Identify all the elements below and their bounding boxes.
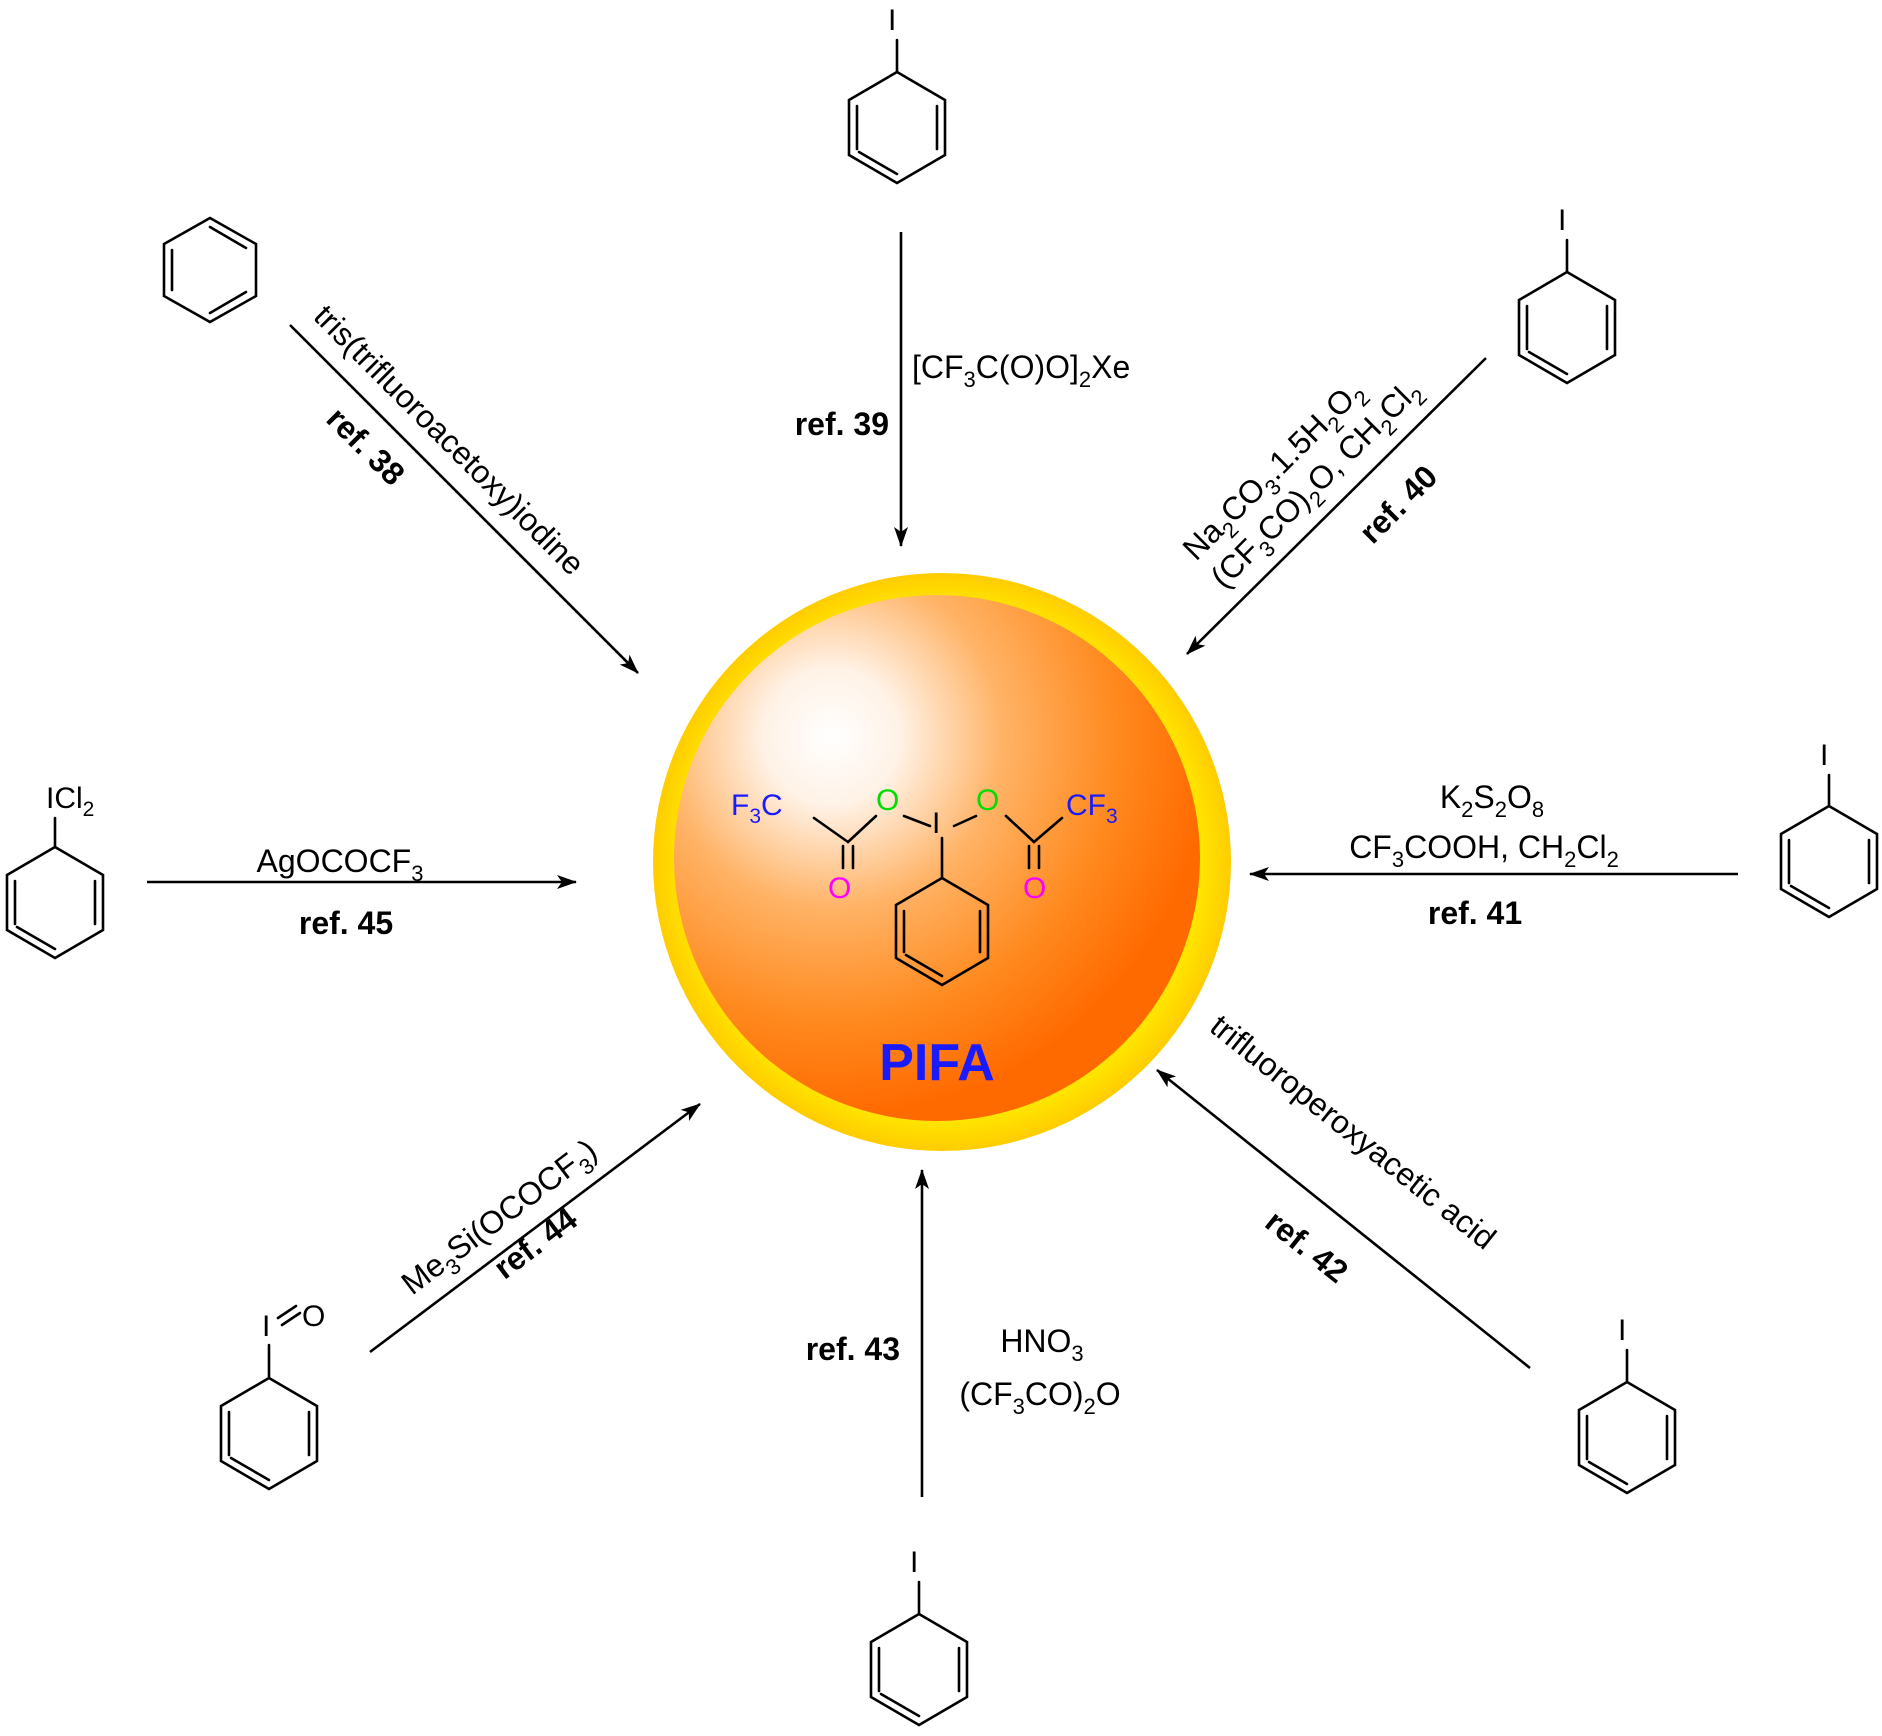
arrow-ref44	[369, 1102, 701, 1354]
svg-text:I: I	[1820, 739, 1828, 772]
svg-text:O: O	[302, 1300, 325, 1333]
left-carbonyl-oxygen: O	[828, 872, 851, 905]
route-ref40: I Na2CO3.1.5H2O2 (CF3CO)2O, CH2Cl2 ref. …	[1175, 204, 1617, 655]
svg-text:I: I	[262, 1310, 270, 1343]
reagent-ref39: [CF3C(O)O]2Xe	[912, 349, 1130, 392]
pifa-title: PIFA	[879, 1034, 995, 1092]
right-ester-oxygen: O	[976, 784, 999, 817]
reagent-ref42: trifluoroperoxyacetic acid	[1204, 1007, 1503, 1256]
svg-text:I: I	[910, 1546, 918, 1579]
arrow-ref42	[1156, 1068, 1531, 1370]
iodobenzene-dichloride-ring: ICl2	[5, 782, 105, 960]
ref-label-40: ref. 40	[1352, 458, 1444, 550]
ref-label-45: ref. 45	[299, 905, 393, 941]
ref-label-41: ref. 41	[1428, 895, 1522, 931]
ref-label-39: ref. 39	[795, 406, 889, 442]
reagent-ref43-line1: HNO3	[1000, 1323, 1083, 1366]
left-ester-oxygen: O	[876, 784, 899, 817]
iodobenzene-ring: I	[847, 4, 947, 185]
reagent-ref45: AgOCOCF3	[257, 843, 424, 886]
pifa-structure: F3C O I O CF3 O O PIFA	[731, 784, 1118, 1092]
reagent-ref43-line2: (CF3CO)2O	[959, 1376, 1120, 1419]
iodobenzene-ring: I	[1577, 1314, 1677, 1495]
reagent-ref41-line1: K2S2O8	[1440, 779, 1544, 822]
left-cf3-label: F3C	[731, 789, 783, 828]
route-ref43: I HNO3 (CF3CO)2O ref. 43	[806, 1169, 1121, 1727]
ref-label-38: ref. 38	[320, 400, 412, 492]
iodine-atom: I	[932, 807, 940, 840]
ref-label-43: ref. 43	[806, 1331, 900, 1367]
route-ref44: I O Me3Si(OCOCF3) ref. 44	[219, 1102, 701, 1491]
svg-text:I: I	[888, 4, 896, 37]
right-carbonyl-oxygen: O	[1023, 872, 1046, 905]
iodosylbenzene-ring: I O	[219, 1300, 325, 1491]
arrow-ref38	[289, 324, 639, 674]
route-ref38: tris(trifluoroacetoxy)iodine ref. 38	[162, 216, 639, 674]
right-cf3-label: CF3	[1066, 789, 1118, 828]
svg-text:I: I	[1558, 204, 1566, 237]
benzene-ring	[162, 216, 258, 324]
iodobenzene-ring: I	[1517, 204, 1617, 385]
inner-orange-ball	[674, 595, 1200, 1121]
icl2-label: ICl2	[46, 782, 94, 821]
iodobenzene-ring: I	[869, 1546, 969, 1727]
route-ref42: I trifluoroperoxyacetic acid ref. 42	[1156, 1007, 1677, 1495]
reagent-ref41-line2: CF3COOH, CH2Cl2	[1349, 829, 1619, 872]
route-ref45: ICl2 AgOCOCF3 ref. 45	[5, 782, 577, 960]
arrow-ref40	[1186, 357, 1487, 655]
route-ref41: I K2S2O8 CF3COOH, CH2Cl2 ref. 41	[1249, 739, 1879, 931]
iodobenzene-ring: I	[1779, 739, 1879, 919]
svg-text:I: I	[1618, 1314, 1626, 1347]
route-ref39: I [CF3C(O)O]2Xe ref. 39	[795, 4, 1130, 547]
